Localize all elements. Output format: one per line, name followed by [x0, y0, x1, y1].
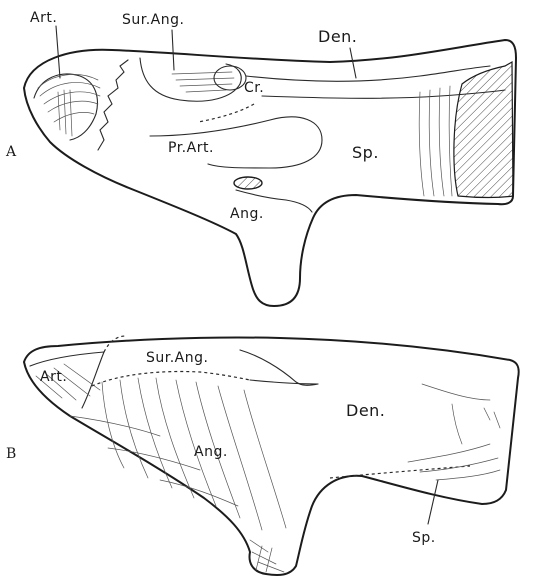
leader-art-a [56, 26, 60, 78]
label-pr-art-a: Pr.Art. [168, 140, 214, 156]
surangular-dashed-b [104, 336, 126, 352]
label-sp-b: Sp. [412, 530, 436, 546]
label-sur-ang-b: Sur.Ang. [146, 350, 208, 366]
panel-letter-b: B [6, 446, 16, 462]
panel-letter-a: A [5, 144, 17, 160]
label-art-b: Art. [40, 369, 67, 385]
angular-foramen-a [234, 177, 262, 189]
label-ang-b: Ang. [194, 444, 228, 460]
leader-den-a [350, 48, 356, 78]
surangular-boundary-b [250, 380, 318, 384]
dentary-section-a [454, 62, 513, 198]
surangular-dashed-lower-b [92, 372, 250, 386]
leader-sur-ang-a [172, 30, 174, 70]
label-cr-a: Cr. [244, 80, 264, 96]
dentary-dashed-line-a [198, 104, 254, 122]
leader-sp-b [428, 480, 438, 524]
label-sp-a: Sp. [352, 143, 379, 162]
label-ang-a: Ang. [230, 206, 264, 222]
label-den-b: Den. [346, 401, 385, 420]
label-den-a: Den. [318, 27, 357, 46]
label-art-a: Art. [30, 10, 57, 26]
figure-a: A [5, 10, 516, 306]
dentary-striations-b [408, 384, 500, 480]
dentary-growth-lines-a [419, 86, 452, 196]
label-sur-ang-a: Sur.Ang. [122, 12, 184, 28]
mandible-outline-b [24, 337, 519, 575]
figure-b: B [6, 336, 519, 575]
dentary-upper-line-a [246, 66, 490, 81]
suture-line-a [98, 60, 128, 150]
angular-cross-lines-b [70, 416, 284, 572]
